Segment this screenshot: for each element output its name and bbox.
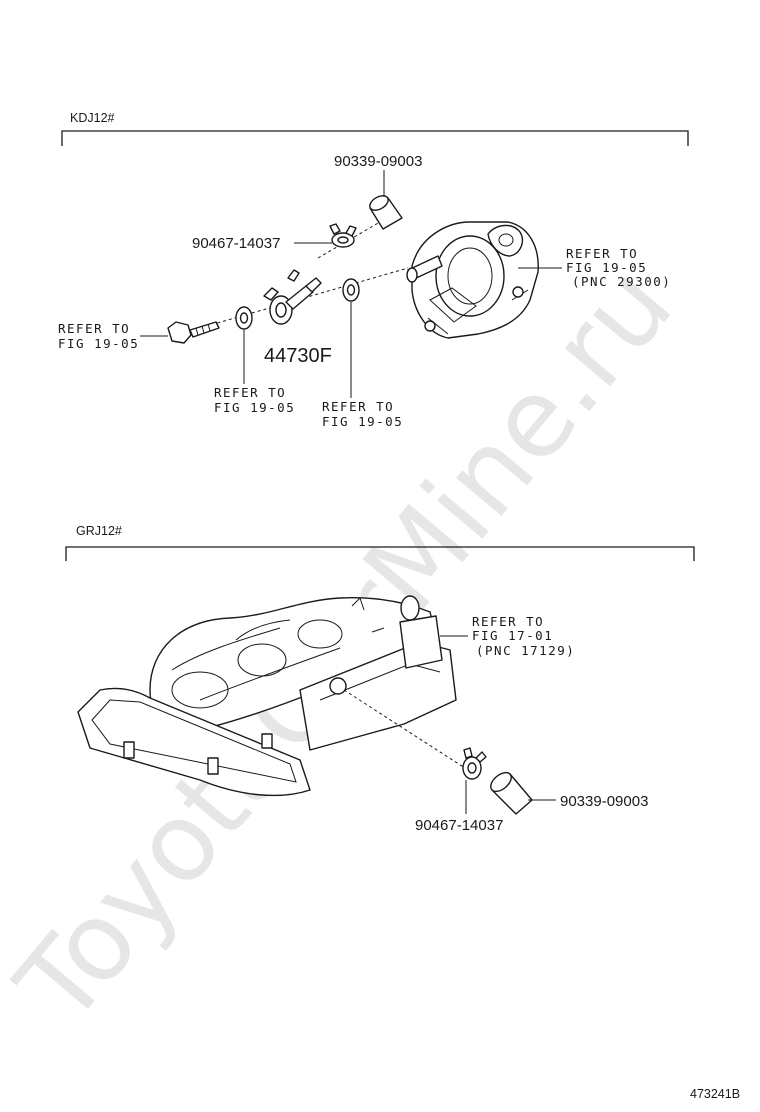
ref-gasket-right: REFER TO FIG 19-05: [322, 399, 403, 429]
pn-cap-top: 90339-09003: [334, 153, 422, 170]
assembly-axis-bottom: [343, 689, 469, 771]
union-fitting-part[interactable]: [263, 269, 322, 325]
ref-bolt: REFER TO FIG 19-05: [58, 321, 139, 351]
pn-union-top: 44730F: [264, 345, 332, 367]
vacuum-pump-part[interactable]: [406, 221, 539, 339]
gasket-left-part[interactable]: [235, 306, 253, 330]
section-label-kdj12: KDJ12#: [70, 111, 115, 125]
ref-gasket-left: REFER TO FIG 19-05: [214, 385, 295, 415]
section-label-grj12: GRJ12#: [76, 524, 122, 538]
gasket-right-part[interactable]: [342, 278, 360, 302]
hose-clip-part-top[interactable]: [329, 223, 357, 248]
ref-pump: REFER TO FIG 19-05 (PNC 29300): [566, 246, 671, 289]
intake-manifold-part[interactable]: [77, 595, 457, 797]
pn-clip-bottom: 90467-14037: [415, 817, 503, 834]
hose-cap-part-bottom[interactable]: [487, 769, 533, 815]
hose-clip-part-bottom[interactable]: [462, 747, 487, 780]
figure-id: 473241B: [690, 1087, 740, 1101]
pn-clip-top: 90467-14037: [192, 235, 280, 252]
ref-manifold: REFER TO FIG 17-01 (PNC 17129): [472, 614, 575, 658]
hose-cap-part-top[interactable]: [367, 193, 403, 230]
section-bracket-top: [61, 130, 689, 146]
section-bracket-bottom: [65, 546, 695, 561]
bolt-part[interactable]: [167, 321, 220, 344]
pn-cap-bottom: 90339-09003: [560, 793, 648, 810]
